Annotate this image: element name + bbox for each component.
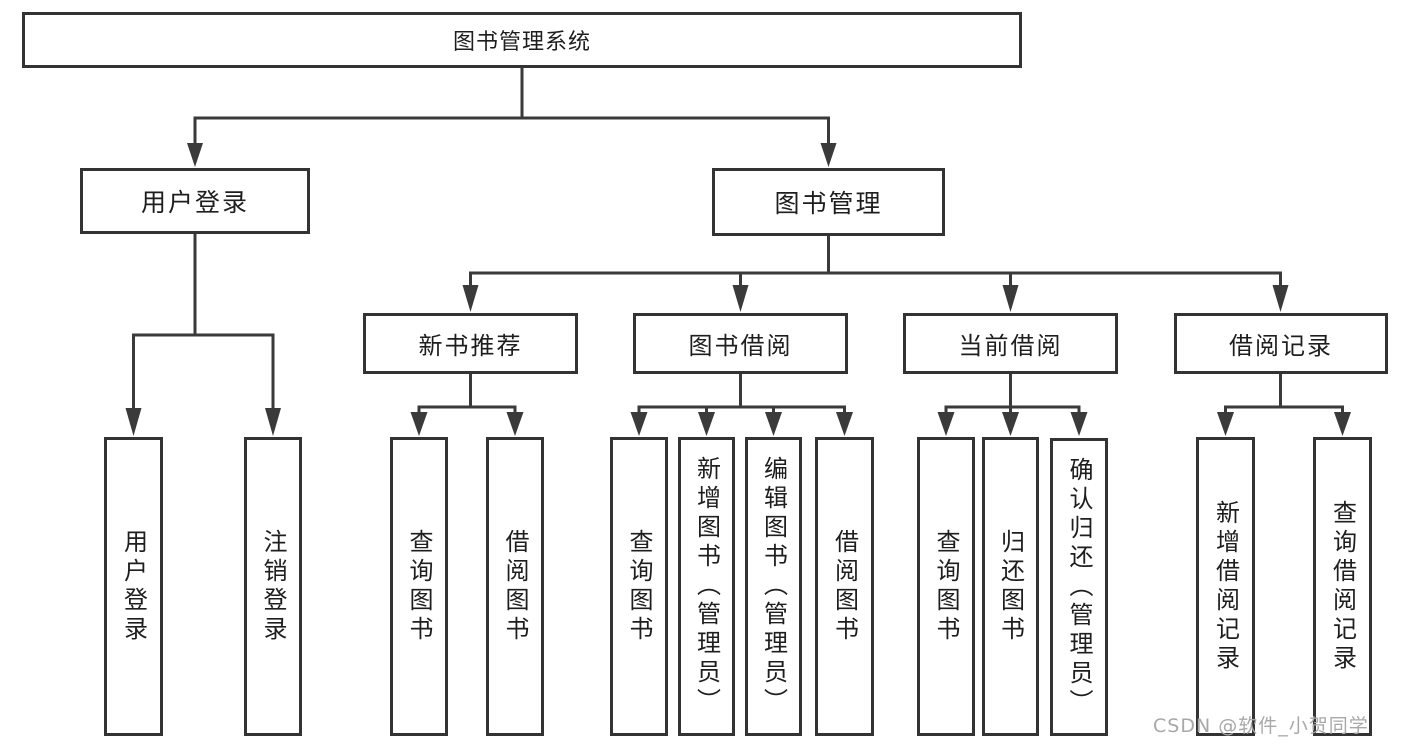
node-book-borrowing: 图书借阅: [633, 313, 848, 374]
leaf-user-login: 用户登录: [104, 437, 163, 736]
arrowhead-icon: [506, 412, 524, 436]
leaf-borrow-books-recommend: 借阅图书: [486, 437, 544, 736]
leaf-borrow-books-borrowing: 借阅图书: [815, 437, 874, 736]
node-label: 借阅记录: [1229, 332, 1333, 360]
node-label: 图书管理: [774, 189, 883, 218]
node-book-management: 图书管理: [712, 168, 945, 236]
node-label: 用户登录: [140, 188, 249, 217]
node-label: 注销登录: [259, 528, 287, 645]
node-label: 当前借阅: [958, 332, 1063, 360]
leaf-query-borrowing-record: 查询借阅记录: [1313, 437, 1372, 736]
leaf-query-books-current: 查询图书: [917, 437, 975, 736]
arrowhead-icon: [1272, 285, 1289, 312]
leaf-add-borrowing-record: 新增借阅记录: [1196, 437, 1255, 736]
arrowhead-icon: [937, 412, 955, 436]
arrowhead-icon: [187, 143, 203, 167]
leaf-return-books: 归还图书: [982, 437, 1039, 736]
node-label: 查询图书: [625, 528, 653, 645]
leaf-logout: 注销登录: [244, 437, 302, 736]
arrowhead-icon: [1334, 412, 1351, 436]
node-label: 编辑图书（管理员）: [759, 456, 788, 717]
node-label: 归还图书: [996, 528, 1025, 645]
node-label: 查询图书: [405, 528, 433, 645]
leaf-edit-books-admin: 编辑图书（管理员）: [745, 437, 802, 736]
node-label: 图书管理系统: [452, 30, 591, 55]
node-label: 用户登录: [119, 528, 148, 645]
node-label: 新增图书（管理员）: [692, 456, 721, 717]
arrowhead-icon: [125, 408, 142, 436]
node-label: 图书借阅: [688, 332, 793, 360]
node-new-book-recommendation: 新书推荐: [363, 313, 578, 374]
node-label: 查询图书: [932, 528, 960, 645]
arrowhead-icon: [1217, 412, 1234, 436]
node-current-borrowing: 当前借阅: [903, 313, 1118, 374]
arrowhead-icon: [1002, 412, 1019, 436]
arrowhead-icon: [698, 412, 715, 436]
node-borrowing-records: 借阅记录: [1174, 313, 1388, 374]
arrowhead-icon: [765, 412, 782, 436]
node-label: 查询借阅记录: [1328, 499, 1357, 674]
node-label: 借阅图书: [830, 528, 859, 645]
arrowhead-icon: [1070, 412, 1088, 436]
leaf-add-books-admin: 新增图书（管理员）: [678, 437, 735, 736]
csdn-watermark: CSDN @软件_小贺同学: [1153, 715, 1369, 737]
node-library-management-system: 图书管理系统: [22, 12, 1022, 68]
arrowhead-icon: [265, 408, 281, 436]
node-user-login: 用户登录: [80, 168, 310, 234]
arrowhead-icon: [462, 285, 479, 312]
arrowhead-icon: [1002, 285, 1019, 312]
node-label: 新增借阅记录: [1211, 499, 1240, 674]
node-label: 新书推荐: [418, 332, 523, 360]
leaf-confirm-return-admin: 确认归还（管理员）: [1050, 438, 1108, 736]
arrowhead-icon: [630, 412, 648, 436]
node-label: 确认归还（管理员）: [1065, 456, 1093, 718]
node-label: 借阅图书: [501, 528, 529, 645]
arrowhead-icon: [732, 285, 749, 312]
arrowhead-icon: [836, 412, 853, 436]
arrowhead-icon: [410, 412, 428, 436]
leaf-query-books-borrowing: 查询图书: [610, 437, 668, 736]
arrowhead-icon: [820, 143, 837, 167]
leaf-query-books-recommend: 查询图书: [390, 437, 448, 736]
